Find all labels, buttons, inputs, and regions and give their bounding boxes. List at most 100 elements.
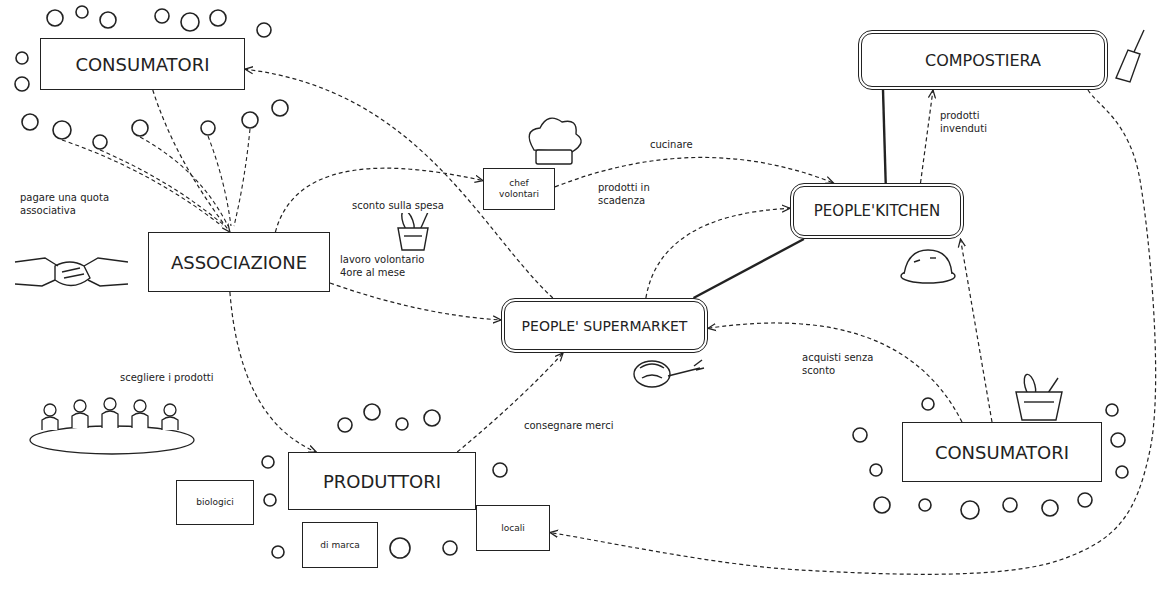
consumer-circles [201, 121, 215, 135]
handshake-icon [15, 258, 58, 266]
edge-label: prodotti invenduti [938, 110, 1006, 135]
node-label: CONSUMATORI [935, 442, 1069, 463]
chef-hat-icon [529, 118, 581, 164]
solid-link [883, 90, 886, 183]
node-label: locali [501, 523, 524, 534]
vegetables-icon [668, 368, 700, 376]
pie-icon [930, 257, 936, 258]
producer-circles [272, 546, 284, 558]
dashed-arrow [153, 90, 230, 232]
handshake-icon [15, 280, 55, 286]
consumer-circles [1078, 493, 1092, 507]
producer-circles [262, 456, 274, 468]
node-label: biologici [196, 497, 233, 508]
chef-hat-icon [536, 150, 572, 164]
bread-bag-icon [398, 228, 428, 250]
pie-icon [914, 260, 920, 262]
converging-lines [140, 137, 228, 226]
node-label: PEOPLE' SUPERMARKET [522, 318, 688, 334]
people-table-icon [30, 398, 194, 454]
consumer-circles [853, 398, 1128, 519]
trowel-icon [1116, 30, 1144, 82]
consumer-circles [181, 13, 199, 31]
consumer-circles [922, 398, 934, 410]
consumer-circles [93, 135, 107, 149]
people-table-icon [30, 426, 194, 454]
node-label: ASSOCIAZIONE [171, 252, 307, 273]
dashed-arrow [330, 283, 501, 320]
consumer-circles [919, 499, 931, 511]
consumer-circles [100, 12, 116, 28]
dashed-arrow [275, 168, 483, 232]
people-table-icon [134, 400, 146, 412]
dashed-arrow [457, 353, 563, 452]
consumer-circles [16, 52, 28, 64]
consumer-circles [53, 121, 71, 139]
producer-circles [364, 404, 380, 420]
people-table-icon [102, 411, 118, 428]
bread-bag-icon [398, 209, 428, 250]
consumer-circles [1042, 500, 1058, 516]
consumer-circles [132, 120, 148, 136]
producer-circles [443, 541, 457, 555]
consumer-circles [22, 114, 38, 130]
trowel-icon [1116, 50, 1140, 82]
consumer-circles [242, 112, 258, 128]
people-table-icon [72, 413, 88, 428]
node-label: di marca [320, 540, 359, 551]
producer-circles [262, 404, 507, 558]
shopping-bag-icon [1016, 392, 1062, 420]
edge-label: pagare una quota associativa [18, 192, 126, 217]
category-box: di marca [302, 522, 378, 568]
people-table-icon [74, 400, 86, 412]
producer-circles [390, 538, 410, 558]
vegetables-icon [696, 368, 704, 370]
dashed-arrow [961, 239, 993, 422]
consumer-circles [210, 10, 226, 26]
consumer-circles [961, 501, 979, 519]
vegetables-icon [694, 360, 702, 366]
people-table-icon [132, 413, 148, 428]
people-table-icon [164, 404, 176, 416]
edge-label: scegliere i prodotti [118, 372, 216, 385]
consumer-circles [155, 9, 169, 23]
consumer-circles [870, 464, 882, 476]
category-box: biologici [176, 480, 254, 525]
category-box: locali [476, 505, 550, 551]
vegetables-icon [634, 361, 670, 387]
consumer-circles [15, 6, 288, 149]
producer-circles [338, 418, 352, 432]
consumer-circles [1003, 498, 1017, 512]
consumer-circles [15, 77, 29, 91]
people-table-icon [42, 417, 58, 430]
place-box: COMPOSTIERA [858, 30, 1108, 90]
dashed-arrow [708, 323, 962, 422]
consumer-circles [1106, 404, 1118, 416]
role-box: chef volontari [483, 168, 555, 210]
consumer-circles [1111, 433, 1125, 447]
consumer-circles [272, 100, 288, 116]
producer-circles [264, 494, 276, 506]
consumer-circles [1116, 466, 1128, 478]
solid-link [694, 239, 804, 298]
dashed-arrow [921, 90, 934, 183]
handshake-icon [88, 280, 128, 286]
node-label: chef volontari [489, 178, 549, 200]
shopping-bag-icon [1024, 401, 1054, 402]
edge-label: sconto sulla spesa [350, 200, 446, 213]
bread-bag-icon [404, 235, 422, 236]
producer-circles [424, 410, 440, 426]
pie-icon [901, 250, 955, 283]
people-table-icon [44, 404, 56, 416]
consumer-circles [47, 10, 63, 26]
converging-lines [208, 136, 231, 226]
handshake-icon [62, 268, 80, 272]
consumer-circles [76, 6, 88, 18]
edge-label: lavoro volontario 4ore al mese [338, 254, 448, 279]
handshake-icon [84, 258, 128, 266]
node-label: COMPOSTIERA [925, 51, 1041, 70]
edge-label: prodotti in scadenza [596, 182, 670, 207]
shopping-bag-icon [1016, 373, 1062, 420]
node-label: PRODUTTORI [323, 471, 441, 492]
